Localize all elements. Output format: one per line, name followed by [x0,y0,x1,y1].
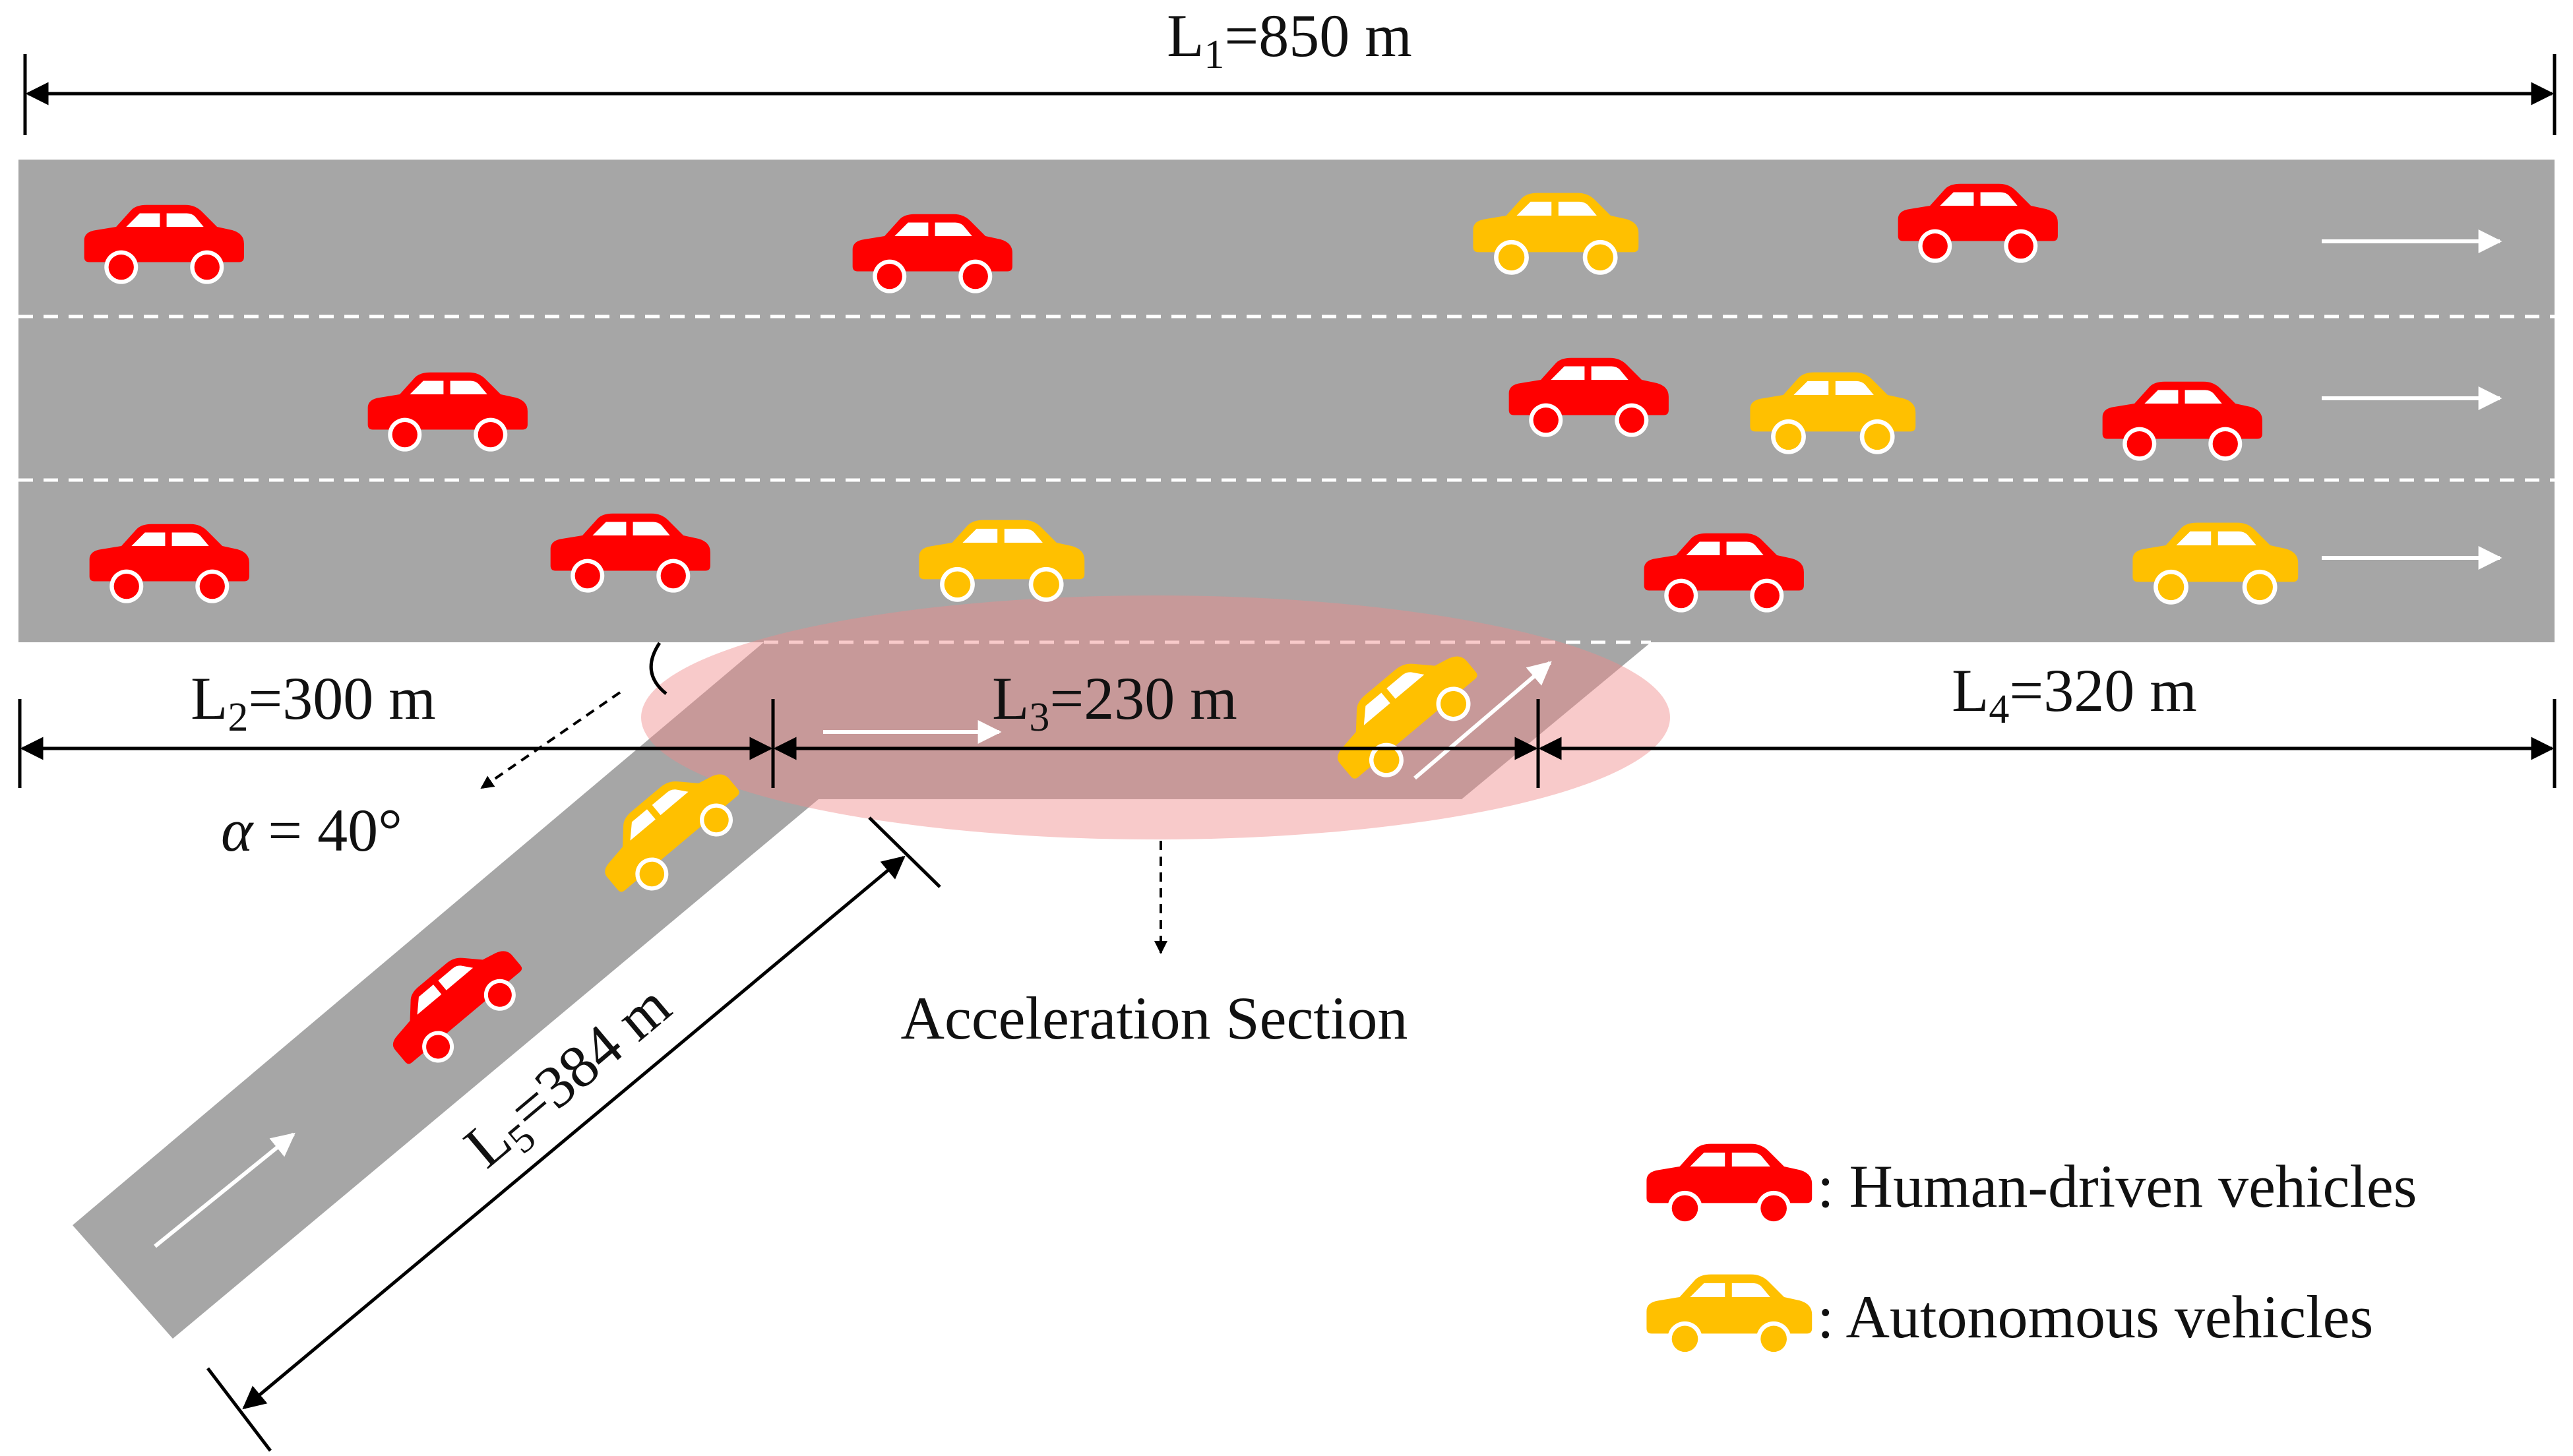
dimension-label-l4: L4=320 m [1952,657,2197,732]
car-icon [1646,1274,1813,1356]
legend: : Human-driven vehicles : Autonomous veh… [1646,1143,2417,1356]
car-icon [1646,1143,1813,1226]
dimension-label-l1: L1=850 m [1167,2,1412,77]
acceleration-section-highlight [641,595,1670,839]
angle-pointer [480,691,621,789]
angle-arc [649,642,667,695]
dimension-l2-l3-l4 [18,699,2557,788]
dimension-l1 [23,54,2557,135]
dimension-label-l2: L2=300 m [191,665,436,740]
acceleration-section-label: Acceleration Section [901,985,1408,1052]
legend-label-human-driven: : Human-driven vehicles [1817,1153,2417,1220]
angle-label: α = 40° [221,797,402,864]
dimension-l5 [206,816,941,1452]
dimension-label-l3: L3=230 m [992,665,1237,740]
legend-label-autonomous: : Autonomous vehicles [1817,1283,2373,1350]
